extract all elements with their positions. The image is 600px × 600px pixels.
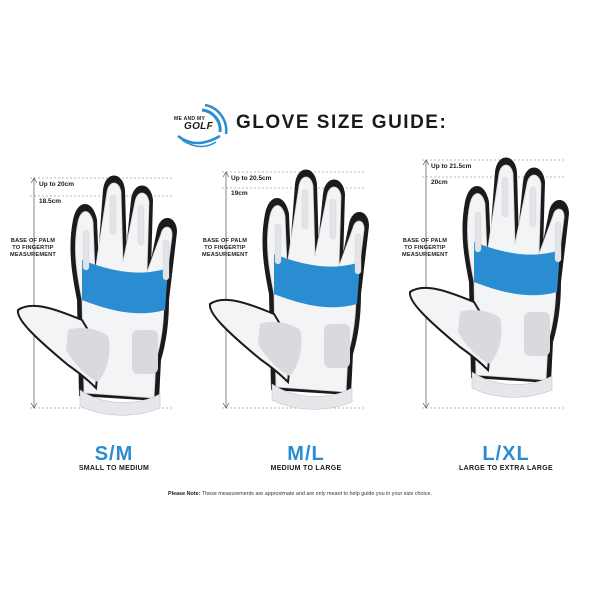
upper-measure-label: Up to 20.5cm — [231, 175, 272, 182]
finger-pad — [501, 176, 509, 218]
palm-grip-patch — [458, 310, 502, 364]
size-code-ml: M/L — [287, 443, 325, 465]
glove-blue-band — [474, 242, 560, 296]
finger-pad — [137, 204, 145, 246]
base-measure-label: TO FINGERTIP — [12, 245, 54, 251]
finger-pad — [301, 188, 309, 230]
palm-grip-patch — [66, 328, 110, 382]
logo-big-text: GOLF — [184, 121, 213, 132]
base-measure-label: MEASUREMENT — [10, 252, 56, 258]
size-desc-ml: MEDIUM TO LARGE — [270, 465, 342, 472]
finger-pad — [109, 194, 117, 236]
header: ME AND MY GOLF GLOVE SIZE GUIDE: — [172, 100, 472, 156]
glove-cuff — [79, 389, 161, 416]
finger-pad — [329, 198, 337, 240]
footnote-text: These measurements are approximate and a… — [201, 491, 432, 497]
glove-shape — [16, 175, 178, 416]
arrow-up-icon — [422, 159, 430, 166]
base-measure-label: BASE OF PALM — [203, 238, 247, 244]
arrow-down-icon — [222, 402, 230, 409]
lower-measure-label: 20cm — [431, 179, 448, 186]
finger-pad — [354, 233, 362, 275]
size-code-lxl: L/XL — [482, 443, 530, 465]
upper-measure-label: Up to 20cm — [39, 181, 74, 188]
palm-pad — [524, 312, 550, 356]
finger-pad — [82, 229, 90, 271]
finger-pad — [554, 221, 562, 263]
size-desc-lxl: LARGE TO EXTRA LARGE — [459, 465, 553, 472]
brand-logo: ME AND MY GOLF — [172, 102, 234, 148]
finger-pad — [529, 186, 537, 228]
palm-pad — [132, 330, 158, 374]
footnote: Please Note: These measurements are appr… — [0, 491, 600, 497]
base-measure-label: MEASUREMENT — [202, 252, 248, 258]
lower-measure-label: 19cm — [231, 190, 248, 197]
glove-blue-band — [274, 254, 360, 308]
arrow-down-icon — [422, 402, 430, 409]
base-measure-label: BASE OF PALM — [403, 238, 447, 244]
upper-measure-label: Up to 21.5cm — [431, 163, 472, 170]
palm-grip-patch — [258, 322, 302, 376]
base-measure-label: MEASUREMENT — [402, 252, 448, 258]
page-title: GLOVE SIZE GUIDE: — [236, 112, 448, 133]
base-measure-label: TO FINGERTIP — [404, 245, 446, 251]
size-desc-sm: SMALL TO MEDIUM — [78, 465, 150, 472]
glove-cuff — [271, 383, 353, 410]
glove-shape — [208, 169, 370, 410]
signal-arcs-icon — [177, 103, 228, 148]
glove-cuff — [471, 371, 553, 398]
lower-measure-label: 18.5cm — [39, 198, 61, 205]
glove-blue-band — [82, 260, 168, 314]
arrow-up-icon — [30, 177, 38, 184]
glove-shape — [408, 157, 570, 398]
arrow-down-icon — [30, 402, 38, 409]
base-measure-label: TO FINGERTIP — [204, 245, 246, 251]
finger-pad — [474, 211, 482, 253]
finger-pad — [274, 223, 282, 265]
palm-pad — [324, 324, 350, 368]
logo-small-text: ME AND MY — [174, 116, 206, 122]
base-measure-label: BASE OF PALM — [11, 238, 55, 244]
arrow-up-icon — [222, 171, 230, 178]
finger-pad — [162, 239, 170, 281]
footnote-label: Please Note: — [168, 491, 201, 497]
size-code-sm: S/M — [94, 443, 134, 465]
